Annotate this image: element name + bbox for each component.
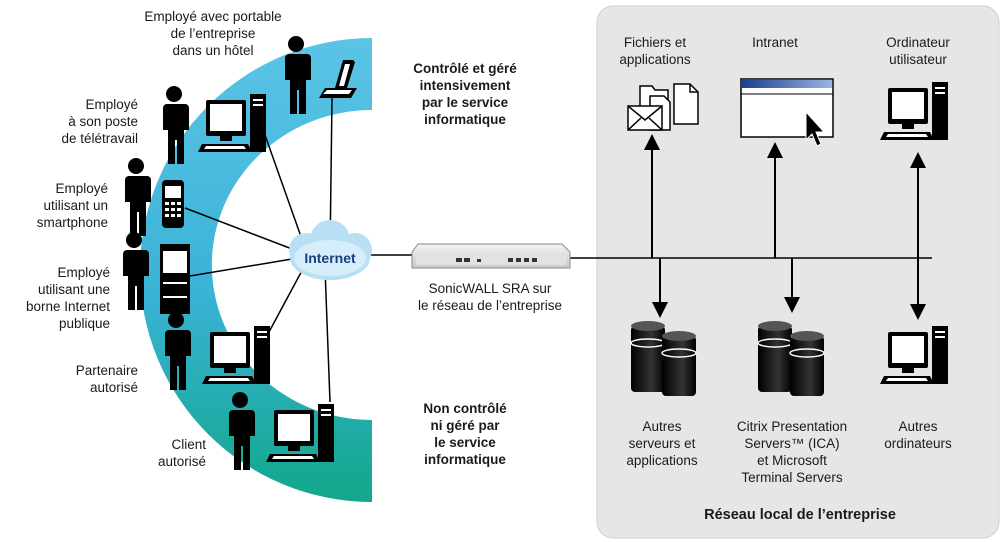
client-label: Client autorisé: [157, 437, 206, 469]
internet-cloud: [289, 220, 372, 280]
partner-label: Partenaire autorisé: [75, 363, 138, 395]
kiosk-employee-label: Employé utilisant une borne Internet pub…: [25, 265, 110, 331]
sonicwall-appliance: [411, 243, 571, 269]
files-applications-label: Fichiers et applications: [619, 35, 691, 67]
telework-employee-label: Employé à son poste de télétravail: [61, 97, 138, 146]
managed-label: Contrôlé et géré intensivement par le se…: [413, 61, 517, 127]
other-servers-icon: [630, 321, 697, 396]
hotel-employee-label: Employé avec portable de l’entreprise da…: [144, 9, 282, 58]
laptop-icon: [319, 60, 357, 98]
intranet-window-icon: [740, 78, 834, 147]
intranet-label: Intranet: [752, 35, 798, 50]
smartphone-employee-label: Employé utilisant un smartphone: [36, 181, 108, 230]
user-computer-label: Ordinateur utilisateur: [886, 35, 950, 67]
other-servers-label: Autres serveurs et applications: [626, 419, 698, 468]
other-computers-label: Autres ordinateurs: [884, 419, 952, 451]
kiosk-employee: [123, 232, 190, 314]
citrix-servers-label: Citrix Presentation Servers™ (ICA) et Mi…: [736, 419, 848, 485]
hotel-employee: [285, 36, 357, 114]
files-applications-icon: [627, 83, 699, 131]
smartphone-employee: [125, 158, 184, 236]
kiosk-icon: [160, 244, 190, 314]
lan-arrows: [644, 134, 926, 320]
smartphone-icon: [162, 180, 184, 228]
access-arc: [140, 38, 372, 502]
internet-label: Internet: [304, 250, 356, 266]
appliance-label: SonicWALL SRA sur le réseau de l’entrepr…: [417, 281, 563, 313]
unmanaged-label: Non contrôlé ni géré par le service info…: [423, 401, 507, 467]
citrix-servers-icon: [757, 321, 825, 396]
lan-title: Réseau local de l’entreprise: [704, 507, 896, 523]
